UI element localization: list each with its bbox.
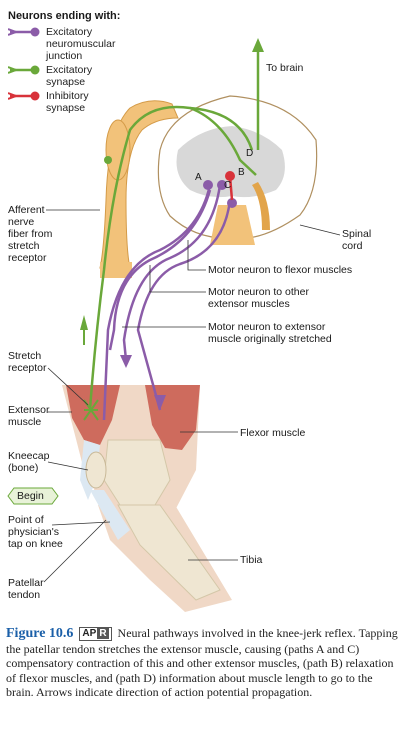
label-line: tap on knee — [8, 538, 63, 550]
kneecap-shape — [85, 451, 107, 489]
path-c-label: C — [224, 180, 232, 191]
label-line: Kneecap — [8, 450, 50, 462]
excitatory-synapse-icon — [8, 65, 40, 75]
legend-title: Neurons ending with: — [8, 10, 121, 22]
caption-text: Neural pathways involved in the knee-jer… — [6, 626, 398, 699]
legend-text-line: synapse — [46, 76, 86, 88]
motor-flexor-label: Motor neuron to flexor muscles — [208, 264, 353, 276]
patellar-tendon-shape — [90, 490, 130, 540]
inhibitory-synapse-icon — [8, 91, 40, 101]
kneecap-label: Kneecap (bone) — [8, 450, 49, 474]
legend-item-excitatory-synapse: Excitatory synapse — [8, 64, 120, 88]
begin-label: Begin — [17, 490, 44, 502]
motor-arrow-1 — [120, 355, 132, 368]
label-line: Motor neuron to other — [208, 286, 309, 298]
apr-badge-right: R — [97, 628, 109, 639]
legend-item-inhibitory-synapse: Inhibitory synapse — [8, 90, 120, 114]
label-line: Patellar — [8, 577, 44, 589]
label-line: stretch — [8, 240, 40, 252]
label-line: muscle originally stretched — [208, 333, 332, 345]
label-line: receptor — [8, 362, 47, 374]
tibia-label: Tibia — [240, 554, 263, 566]
tibia-shape — [117, 504, 221, 601]
figure-number: Figure 10.6 — [6, 626, 74, 641]
legend-text-line: Inhibitory — [46, 90, 89, 102]
path-a-label: A — [195, 172, 202, 183]
femur-shape — [103, 439, 171, 506]
legend-text-line: Excitatory — [46, 64, 93, 76]
patellar-tendon-label: Patellar tendon — [8, 577, 44, 601]
label-line: (bone) — [8, 462, 39, 474]
label-line: muscle — [8, 416, 42, 428]
motor-neurons — [102, 184, 232, 421]
flexor-muscle-label: Flexor muscle — [240, 427, 306, 439]
label-line: Point of — [8, 514, 44, 526]
dorsal-root-ganglion — [105, 119, 131, 181]
legend: Neurons ending with: Excitatory neuromus… — [8, 10, 120, 114]
motor-other-extensor-label: Motor neuron to other extensor muscles — [208, 286, 309, 310]
sensory-neuron — [88, 50, 260, 411]
label-line: fiber from — [8, 228, 53, 240]
begin-badge — [7, 487, 59, 505]
motor-arrow-2 — [154, 395, 166, 410]
label-line: tendon — [8, 589, 41, 601]
extensor-muscle-shape — [66, 385, 120, 445]
label-line: Extensor — [8, 404, 50, 416]
extensor-muscle-label: Extensor muscle — [8, 404, 49, 428]
label-line: physician's — [8, 526, 60, 538]
label-line: Spinal — [342, 228, 372, 240]
motor-extensor-label: Motor neuron to extensor muscle original… — [208, 321, 332, 345]
label-line: Stretch — [8, 350, 42, 362]
label-line: nerve — [8, 216, 35, 228]
neuron-c-body — [217, 180, 227, 190]
point-of-tap-label: Point of physician's tap on knee — [8, 514, 63, 550]
apr-badge-left: AP — [82, 628, 97, 639]
legend-text-line: junction — [46, 50, 83, 62]
afferent-nerve-label: Afferent nerve fiber from stretch recept… — [8, 204, 52, 264]
knee-jerk-reflex-diagram — [7, 38, 341, 612]
leader-lines — [43, 209, 341, 583]
legend-text-line: neuromuscular — [46, 38, 116, 50]
label-line: extensor muscles — [208, 298, 290, 310]
label-line: Motor neuron to extensor — [208, 321, 326, 333]
stretch-receptor-label: Stretch receptor — [8, 350, 47, 374]
to-brain-arrowhead — [252, 38, 264, 52]
legend-item-excitatory-nmj: Excitatory neuromuscular junction — [8, 26, 120, 62]
label-line: cord — [342, 240, 363, 252]
legend-text-line: Excitatory — [46, 26, 93, 38]
label-line: Afferent — [8, 204, 45, 216]
neuron-flexor-body — [227, 198, 237, 208]
spinal-cord-label: Spinal cord — [342, 228, 371, 252]
inhibitory-interneuron — [228, 175, 234, 201]
label-line: receptor — [8, 252, 47, 264]
legend-text-line: synapse — [46, 102, 86, 114]
ganglion-cell-body — [104, 156, 112, 164]
sensory-arrow-up — [80, 315, 88, 330]
neuron-a-body — [203, 180, 213, 190]
nerve-bundle-lower — [100, 262, 132, 278]
to-brain-label: To brain — [266, 62, 304, 74]
excitatory-nmj-icon — [8, 27, 40, 37]
path-d-label: D — [246, 148, 254, 159]
path-b-label: B — [238, 167, 245, 178]
